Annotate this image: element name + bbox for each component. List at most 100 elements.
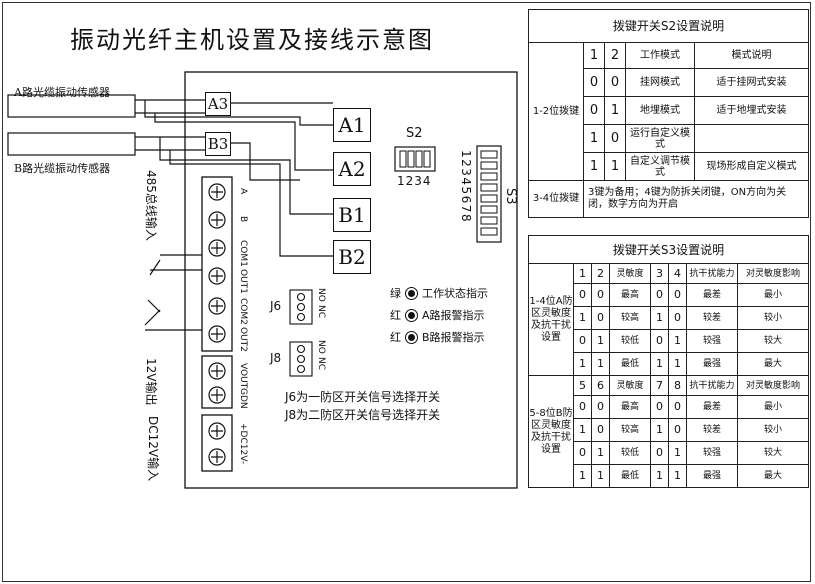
jumper-j8-label: J8 xyxy=(270,351,282,365)
sensor-a-label: A路光缆振动传感器 xyxy=(14,86,110,99)
s3-cell: 0 xyxy=(650,283,669,307)
s3-a-h: 3 xyxy=(650,263,669,284)
s3-cell: 1 xyxy=(650,418,669,442)
s3-cell: 1 xyxy=(650,464,669,488)
terminal-com2: COM2 xyxy=(238,298,248,325)
s3-cell: 1 xyxy=(591,329,610,353)
s3-cell: 最大 xyxy=(737,464,809,488)
s3-cell: 最低 xyxy=(609,352,651,376)
connector-b2: B2 xyxy=(333,240,371,274)
s2-cell xyxy=(694,124,809,153)
s3-cell: 最大 xyxy=(737,352,809,376)
s3-cell: 最高 xyxy=(609,283,651,307)
s2-cell: 挂网模式 xyxy=(625,68,695,97)
s2-label: S2 xyxy=(406,126,423,141)
s3-cell: 0 xyxy=(668,283,687,307)
s3-settings-table: 拨键开关S3设置说明 1-4位A防区灵敏度及抗干扰设置 1 2 灵敏度 3 4 … xyxy=(528,235,809,488)
s3-a-h: 对灵敏度影响 xyxy=(737,263,809,284)
terminal-group-dc12v-in: DC12V输入 xyxy=(146,416,160,482)
jumper-j6-nc: NC xyxy=(316,305,326,319)
s3-cell: 0 xyxy=(650,441,669,465)
indicator-color: 绿 xyxy=(390,287,401,300)
s3-a-h: 抗干扰能力 xyxy=(686,263,738,284)
indicator-text: A路报警指示 xyxy=(422,309,485,322)
s3-cell: 最高 xyxy=(609,395,651,419)
s3-b-h: 8 xyxy=(668,375,687,396)
terminal-com1: COM1 xyxy=(238,240,248,267)
s3-cell: 最强 xyxy=(686,464,738,488)
s3-cell: 最差 xyxy=(686,283,738,307)
indicator-color: 红 xyxy=(390,309,401,322)
s3-cell: 0 xyxy=(573,441,592,465)
indicator-work-status: 绿 工作状态指示 xyxy=(390,285,488,301)
s2-cell: 0 xyxy=(583,68,605,97)
terminal-out1: OUT1 xyxy=(238,269,248,294)
s3-a-h: 灵敏度 xyxy=(609,263,651,284)
s2-cell: 适于挂网式安装 xyxy=(694,68,809,97)
jumper-j8-nc: NC xyxy=(316,357,326,371)
s2-cell: 1 xyxy=(604,152,626,181)
s3-b-h: 灵敏度 xyxy=(609,375,651,396)
indicator-text: 工作状态指示 xyxy=(422,287,488,300)
s3-cell: 0 xyxy=(591,306,610,330)
s3-cell: 0 xyxy=(573,329,592,353)
s2-cell: 1 xyxy=(604,96,626,125)
s3-cell: 1 xyxy=(668,441,687,465)
s3-b-h: 7 xyxy=(650,375,669,396)
s2-col-mode: 工作模式 xyxy=(625,42,695,69)
terminal-a: A xyxy=(238,188,248,195)
terminal-vout: VOUT xyxy=(238,363,248,389)
s3-numbers: 12345678 xyxy=(459,150,473,224)
s3-cell: 1 xyxy=(668,464,687,488)
terminal-group-12v-out: 12V输出 xyxy=(144,358,158,406)
connector-a3: A3 xyxy=(205,92,231,116)
s3-cell: 0 xyxy=(573,395,592,419)
s3-cell: 较大 xyxy=(737,329,809,353)
s3-b-h: 5 xyxy=(573,375,592,396)
s3-b-h: 抗干扰能力 xyxy=(686,375,738,396)
s3-table-title: 拨键开关S3设置说明 xyxy=(528,235,809,264)
s3-cell: 最小 xyxy=(737,395,809,419)
diagram-title: 振动光纤主机设置及接线示意图 xyxy=(70,26,434,54)
s3-cell: 1 xyxy=(668,352,687,376)
s3-cell: 较小 xyxy=(737,306,809,330)
s3-cell: 较大 xyxy=(737,441,809,465)
s3-group-b-label: 5-8位B防区灵敏度及抗干扰设置 xyxy=(528,375,574,488)
jumper-j6-label: J6 xyxy=(270,299,282,313)
s3-cell: 1 xyxy=(573,464,592,488)
s3-cell: 0 xyxy=(650,329,669,353)
s2-col-2: 2 xyxy=(604,42,626,69)
s3-b-h: 对灵敏度影响 xyxy=(737,375,809,396)
connector-b3: B3 xyxy=(205,132,231,156)
s2-cell: 现场形成自定义模式 xyxy=(694,152,809,181)
s3-cell: 1 xyxy=(668,329,687,353)
s3-cell: 1 xyxy=(591,464,610,488)
indicator-a-alarm: 红 A路报警指示 xyxy=(390,307,485,323)
s3-cell: 最小 xyxy=(737,283,809,307)
sensor-b-label: B路光缆振动传感器 xyxy=(14,162,111,175)
s3-cell: 较高 xyxy=(609,418,651,442)
s3-cell: 最强 xyxy=(686,352,738,376)
connector-a2: A2 xyxy=(333,152,371,186)
s3-cell: 0 xyxy=(668,395,687,419)
s2-col-desc: 模式说明 xyxy=(694,42,809,69)
s2-numbers: 1234 xyxy=(397,174,432,188)
led-icon xyxy=(405,308,418,322)
s3-cell: 较小 xyxy=(737,418,809,442)
s2-col-1: 1 xyxy=(583,42,605,69)
s3-group-a-label: 1-4位A防区灵敏度及抗干扰设置 xyxy=(528,263,574,376)
s3-cell: 较高 xyxy=(609,306,651,330)
connector-b1: B1 xyxy=(333,198,371,232)
jumper-j8-no: NO xyxy=(316,340,326,354)
s2-cell: 0 xyxy=(583,96,605,125)
terminal-b: B xyxy=(238,216,248,223)
s2-cell: 适于地埋式安装 xyxy=(694,96,809,125)
s2-cell: 1 xyxy=(583,152,605,181)
s3-b-h: 6 xyxy=(591,375,610,396)
s3-cell: 0 xyxy=(591,283,610,307)
s3-cell: 最差 xyxy=(686,395,738,419)
s3-a-h: 4 xyxy=(668,263,687,284)
s3-cell: 1 xyxy=(573,418,592,442)
connector-a1: A1 xyxy=(333,108,371,142)
